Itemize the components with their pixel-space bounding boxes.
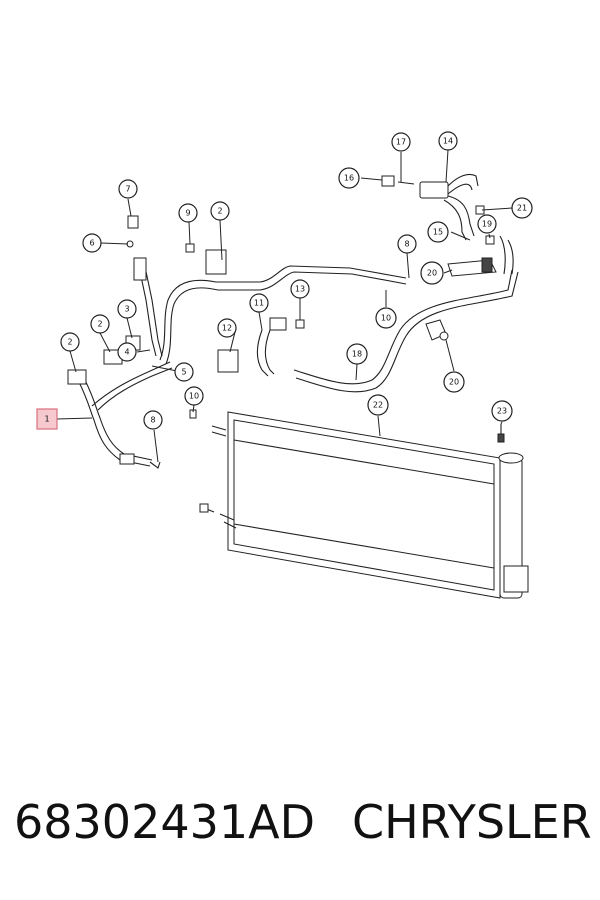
- callout-18[interactable]: 18: [346, 343, 368, 365]
- callout-7-label: 7: [125, 185, 130, 194]
- callout-14[interactable]: 14: [438, 131, 458, 151]
- callout-20-label: 20: [427, 269, 437, 278]
- callout-10-label: 10: [189, 392, 199, 401]
- bracket-20-lower: [425, 319, 449, 341]
- callout-13[interactable]: 13: [290, 279, 310, 299]
- callout-21[interactable]: 21: [511, 197, 533, 219]
- callout-18-label: 18: [352, 350, 362, 359]
- callout-21-label: 21: [517, 204, 527, 213]
- callout-1-label: 1: [44, 415, 49, 424]
- callout-1[interactable]: 1: [36, 408, 58, 430]
- callout-2-label: 2: [97, 320, 102, 329]
- callout-10[interactable]: 10: [184, 386, 204, 406]
- hose-11-part: [256, 317, 287, 377]
- callout-19[interactable]: 19: [477, 214, 497, 234]
- callout-8[interactable]: 8: [397, 234, 417, 254]
- brand-name: CHRYSLER: [352, 795, 592, 849]
- callout-8[interactable]: 8: [143, 410, 163, 430]
- callout-12[interactable]: 12: [217, 318, 237, 338]
- callout-16[interactable]: 16: [338, 167, 360, 189]
- liquid-line-hose: [77, 361, 173, 469]
- callout-5-label: 5: [181, 368, 186, 377]
- callout-6-label: 6: [89, 239, 94, 248]
- callout-17[interactable]: 17: [391, 132, 411, 152]
- suction-hose-assembly: [133, 235, 519, 393]
- callout-13-label: 13: [295, 285, 305, 294]
- callout-2[interactable]: 2: [90, 314, 110, 334]
- part-number: 68302431AD: [14, 795, 316, 849]
- callout-23[interactable]: 23: [491, 400, 513, 422]
- callout-4-label: 4: [124, 348, 129, 357]
- callout-2[interactable]: 2: [210, 201, 230, 221]
- callout-2[interactable]: 2: [60, 332, 80, 352]
- callout-14-label: 14: [443, 137, 453, 146]
- callout-15-label: 15: [433, 228, 443, 237]
- callout-2-label: 2: [67, 338, 72, 347]
- callout-15[interactable]: 15: [427, 221, 449, 243]
- callout-10-label: 10: [381, 314, 391, 323]
- callout-20[interactable]: 20: [420, 261, 444, 285]
- callout-3[interactable]: 3: [117, 299, 137, 319]
- expansion-valve-part: [381, 173, 497, 277]
- callout-22[interactable]: 22: [367, 394, 389, 416]
- callout-3-label: 3: [124, 305, 129, 314]
- callout-2-label: 2: [217, 207, 222, 216]
- callout-20-label: 20: [449, 378, 459, 387]
- callout-9[interactable]: 9: [178, 203, 198, 223]
- callout-11-label: 11: [254, 299, 264, 308]
- callout-12-label: 12: [222, 324, 232, 333]
- callout-19-label: 19: [482, 220, 492, 229]
- callout-8-label: 8: [404, 240, 409, 249]
- callout-17-label: 17: [396, 138, 406, 147]
- callout-23-label: 23: [497, 407, 507, 416]
- callout-4[interactable]: 4: [117, 342, 137, 362]
- clamps: [67, 205, 495, 419]
- callout-7[interactable]: 7: [118, 179, 138, 199]
- callout-6[interactable]: 6: [82, 233, 102, 253]
- callout-10[interactable]: 10: [375, 307, 397, 329]
- callout-8-label: 8: [150, 416, 155, 425]
- callout-11[interactable]: 11: [249, 293, 269, 313]
- callout-22-label: 22: [373, 401, 383, 410]
- callout-16-label: 16: [344, 174, 354, 183]
- condenser-part: [199, 411, 529, 599]
- footer: 68302431AD CHRYSLER: [0, 795, 600, 865]
- callout-5[interactable]: 5: [174, 362, 194, 382]
- callout-9-label: 9: [185, 209, 190, 218]
- callout-20[interactable]: 20: [443, 371, 465, 393]
